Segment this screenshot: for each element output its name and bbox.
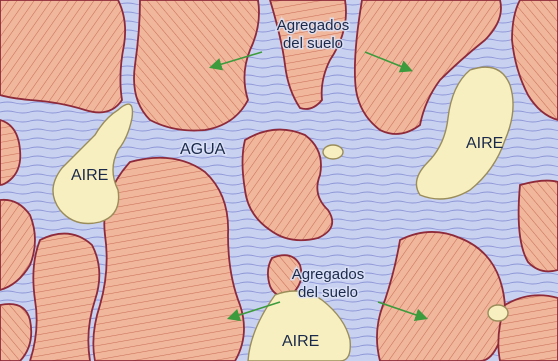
air-bubble-right <box>488 305 508 321</box>
aggregate-top-left <box>0 0 125 112</box>
aggregate-bottom-right-corner <box>498 295 558 361</box>
aggregate-left-lower <box>0 304 31 361</box>
label-agregados-top-line1: Agregados <box>277 17 350 34</box>
label-aire-right: AIRE <box>466 135 503 152</box>
aggregate-bottom-center-left <box>30 234 99 361</box>
label-agua: AGUA <box>180 141 226 158</box>
aggregate-top-center <box>134 0 259 131</box>
label-agregados-top-line2: del suelo <box>283 35 343 52</box>
air-bubble-center <box>323 145 343 159</box>
label-aire-bottom: AIRE <box>282 333 319 350</box>
label-aire-left: AIRE <box>71 167 108 184</box>
label-agregados-bottom-line2: del suelo <box>298 284 358 301</box>
label-agregados-bottom-line1: Agregados <box>292 266 365 283</box>
